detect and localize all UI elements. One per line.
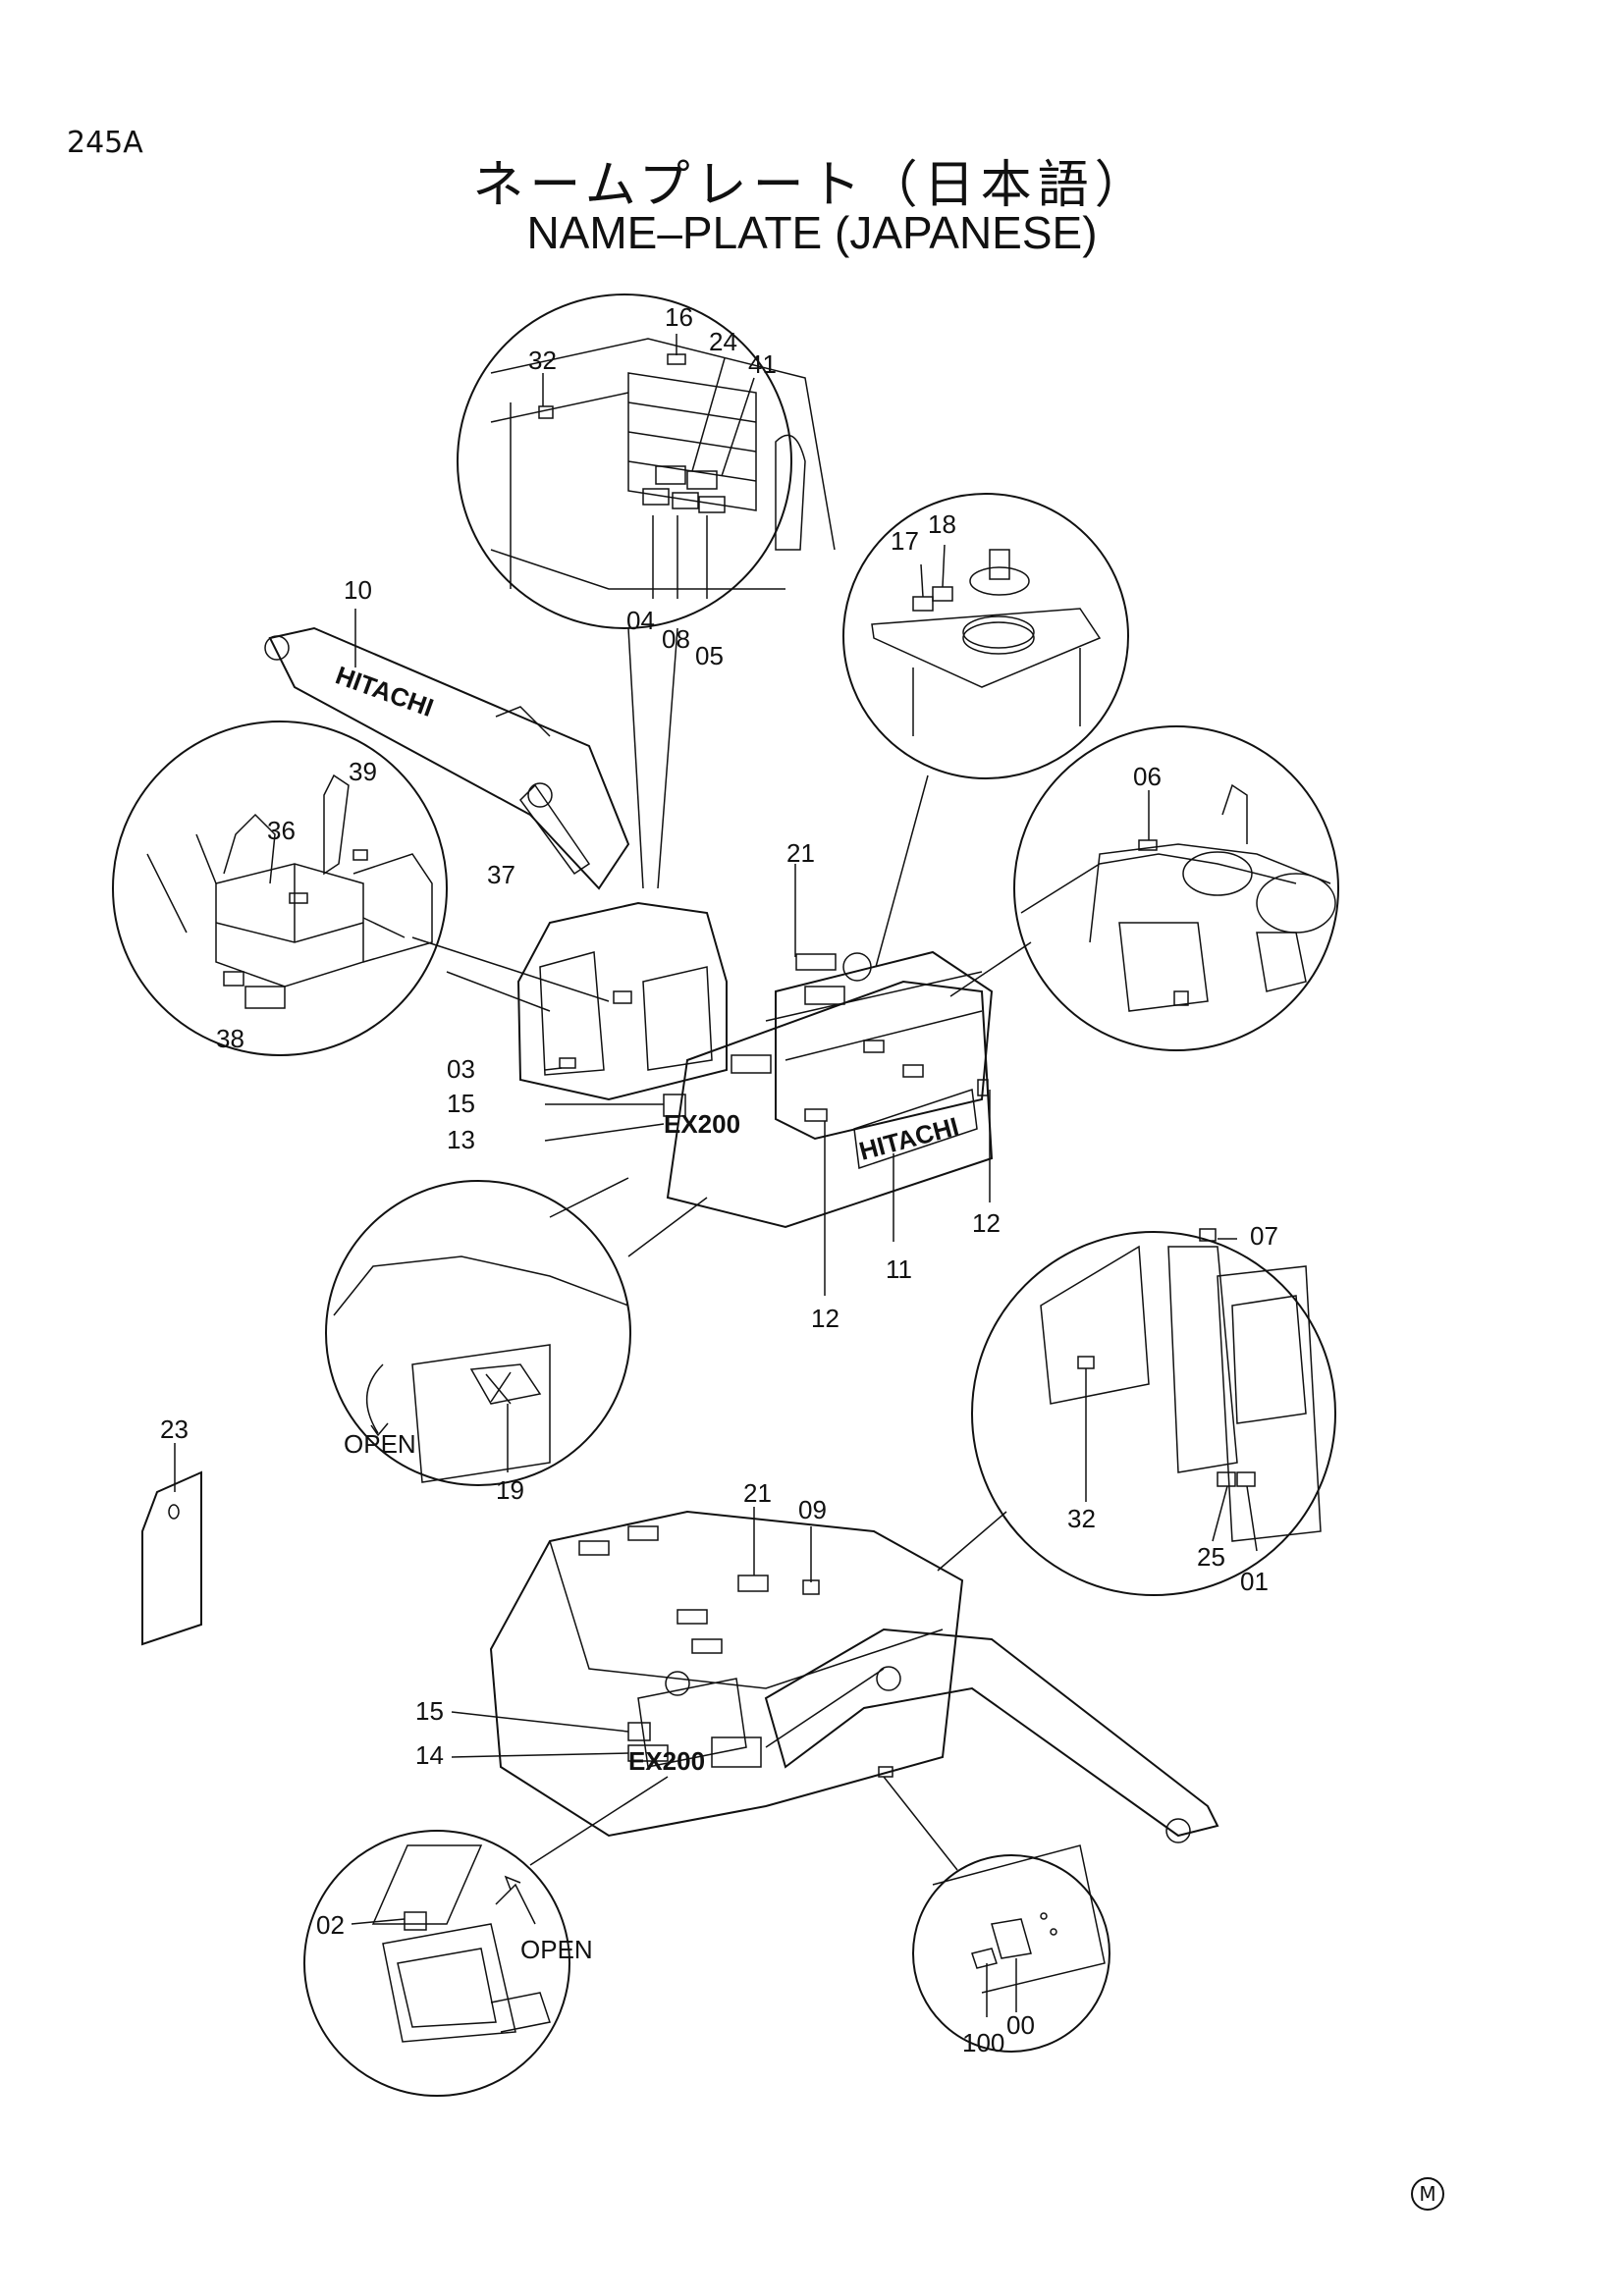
callout-17: 17 [891, 526, 919, 556]
model-badge-lower: EX200 [628, 1746, 705, 1776]
callout-37: 37 [487, 860, 515, 889]
corner-mark-icon: M [1411, 2177, 1444, 2211]
leaders-lower [451, 1507, 958, 1871]
machine-upper: HITACHI HITACHI EX200 [264, 626, 994, 1229]
callout-02: 02 [316, 1910, 345, 1940]
detail-front-panel: OPEN [303, 1830, 593, 2097]
title-japanese: ネームプレート（日本語） [472, 156, 1152, 215]
callout-01: 01 [1240, 1567, 1269, 1596]
callout-39: 39 [349, 757, 377, 786]
callout-32: 32 [528, 346, 557, 375]
callout-32: 32 [1067, 1504, 1096, 1533]
detail-serial-plate [912, 1844, 1110, 2053]
callout-16: 16 [665, 302, 693, 332]
callout-12: 12 [811, 1304, 839, 1333]
callout-08: 08 [662, 624, 690, 654]
detail-engine [949, 725, 1339, 1051]
callout-10: 10 [344, 575, 372, 605]
callout-15: 15 [447, 1089, 475, 1118]
callout-21: 21 [786, 838, 815, 868]
callout-38: 38 [216, 1024, 244, 1053]
callout-25: 25 [1197, 1542, 1225, 1572]
callout-36: 36 [267, 816, 296, 845]
callout-07: 07 [1250, 1221, 1278, 1251]
callout-05: 05 [695, 641, 724, 670]
callout-06: 06 [1133, 762, 1162, 791]
detail-cab-interior [457, 294, 836, 889]
callout-41: 41 [748, 349, 777, 379]
callout-12: 12 [972, 1208, 1001, 1238]
detail-cab-door [937, 1228, 1336, 1596]
callout-23: 23 [160, 1415, 189, 1444]
page-code: 245A [67, 126, 143, 160]
callout-15: 15 [415, 1696, 444, 1726]
counterweight-brand: HITACHI [856, 1111, 962, 1166]
callout-100: 100 [962, 2028, 1004, 2057]
detail-tank-caps [842, 493, 1129, 968]
title-english: NAME–PLATE (JAPANESE) [526, 207, 1098, 258]
callout-14: 14 [415, 1740, 444, 1770]
detail-battery-switch: OPEN [325, 1177, 708, 1486]
open-label-battery: OPEN [344, 1429, 416, 1459]
callout-09: 09 [798, 1495, 827, 1524]
callout-18: 18 [928, 509, 956, 539]
open-label-panel: OPEN [520, 1935, 593, 1964]
callout-19: 19 [496, 1475, 524, 1505]
callout-04: 04 [626, 606, 655, 635]
leaders-upper [354, 609, 991, 1296]
callout-21: 21 [743, 1478, 772, 1508]
callout-03: 03 [447, 1054, 475, 1084]
callout-13: 13 [447, 1125, 475, 1154]
model-badge-upper: EX200 [664, 1109, 740, 1139]
machine-lower: EX200 [489, 1510, 1219, 1843]
callout-00: 00 [1006, 2010, 1035, 2040]
callout-11: 11 [886, 1255, 912, 1284]
detail-left-console [112, 721, 551, 1056]
tag-part [141, 1443, 202, 1646]
boom-brand: HITACHI [332, 660, 438, 722]
callout-24: 24 [709, 327, 737, 356]
